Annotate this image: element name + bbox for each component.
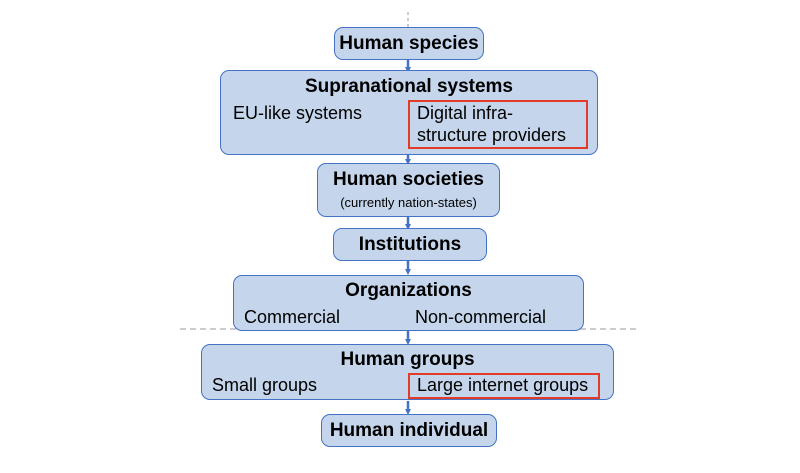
cell-digital-infra-line1: Digital infra- [417,103,514,123]
node-subtitle: (currently nation-states) [340,195,477,210]
node-institutions: Institutions [333,228,487,261]
cell-large-internet-groups: Large internet groups [417,375,589,395]
node-title: Human individual [329,420,489,441]
cell-eu-like-systems: EU-like systems [233,103,363,123]
node-organizations: Organizations [233,275,584,331]
cell-non-commercial: Non-commercial [415,307,547,327]
node-human-groups: Human groups [201,344,614,400]
node-title: Supranational systems [304,76,514,97]
node-title: Human groups [340,349,475,370]
cell-small-groups: Small groups [212,375,318,395]
highlight-large-internet-groups [408,373,600,399]
node-title: Human species [339,33,479,54]
node-human-societies: Human societies (currently nation-states… [317,163,500,217]
highlight-digital-infrastructure [408,100,588,149]
cell-commercial: Commercial [244,307,341,327]
node-title: Institutions [358,234,462,255]
node-human-species: Human species [334,27,484,60]
cell-digital-infra-line2: structure providers [417,125,567,145]
node-title: Organizations [345,280,472,301]
node-human-individual: Human individual [321,414,497,447]
node-title: Human societies [333,169,484,190]
